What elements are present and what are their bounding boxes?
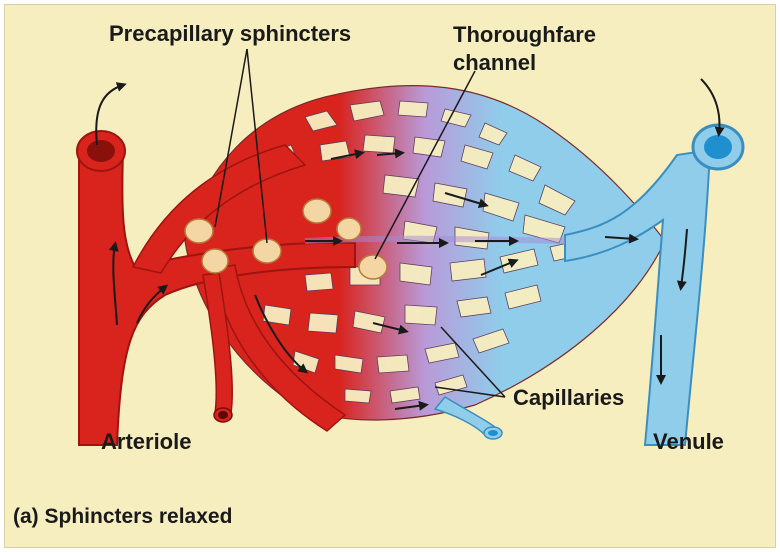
label-thoroughfare-line1: Thoroughfare <box>453 21 596 49</box>
label-thoroughfare-channel: Thoroughfare channel <box>453 21 596 77</box>
sphincter <box>337 218 361 240</box>
sphincter <box>202 249 228 273</box>
label-precapillary-sphincters: Precapillary sphincters <box>109 21 351 47</box>
label-thoroughfare-line2: channel <box>453 49 596 77</box>
diagram-panel: Precapillary sphincters Thoroughfare cha… <box>4 4 776 548</box>
label-arteriole: Arteriole <box>101 429 191 455</box>
label-venule: Venule <box>653 429 724 455</box>
sphincter <box>303 199 331 223</box>
label-capillaries: Capillaries <box>513 385 624 411</box>
caption-condition: (a) Sphincters relaxed <box>13 505 232 529</box>
capillary-bed-diagram <box>5 5 776 548</box>
sphincter <box>359 255 387 279</box>
sphincter <box>185 219 213 243</box>
